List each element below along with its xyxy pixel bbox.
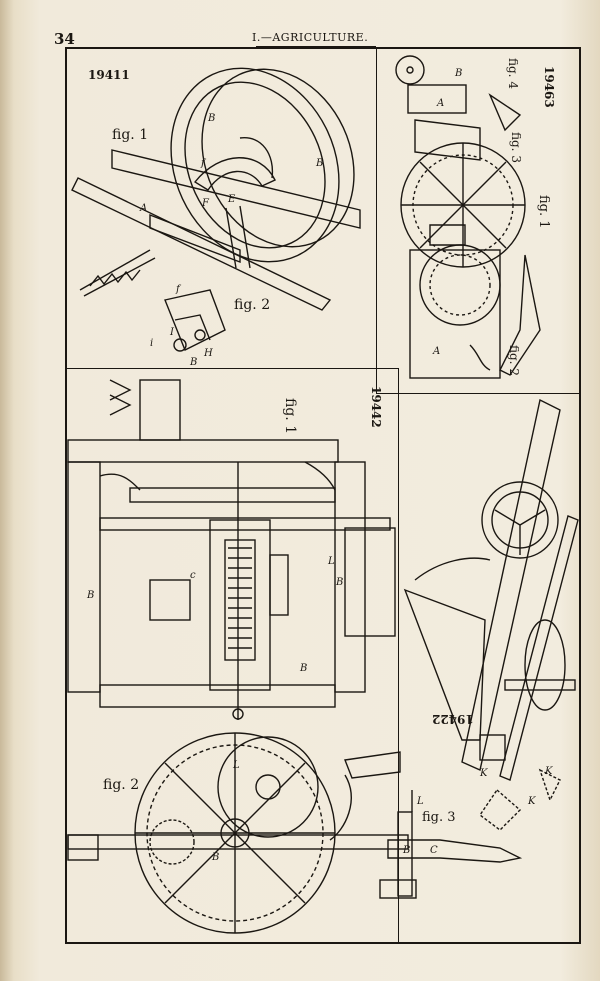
patent-number-19422: 19422 (432, 712, 474, 726)
lever-part-drawing (379, 790, 523, 899)
patent-number-19442: 19442 (369, 386, 383, 428)
fig3-label-19463: fig. 3 (509, 132, 523, 163)
part-letter-b: B (403, 845, 411, 856)
part-letter-c: C (430, 845, 438, 856)
part-letter-b: B (455, 68, 463, 79)
pawl-mechanism-drawing (164, 289, 226, 352)
fig2-label-19463: fig. 2 (507, 345, 521, 376)
part-letter-a: A (433, 346, 441, 357)
part-letter-i: i (150, 338, 154, 349)
part-letter-l: L (417, 796, 424, 807)
part-letter-h: H (204, 348, 213, 359)
part-letter-k: K (545, 766, 553, 777)
part-letter-b: B (316, 158, 324, 169)
fig3-label-19442: fig. 3 (422, 810, 456, 825)
large-gear-wheel-drawing (67, 732, 409, 934)
part-letter-l: L (233, 760, 240, 771)
patent-number-19463: 19463 (542, 66, 556, 108)
part-letter-i-cap: I (170, 327, 174, 338)
panel-19442 (65, 368, 399, 944)
part-letter-k: K (480, 768, 488, 779)
part-letter-k: K (528, 796, 536, 807)
page-number: 34 (54, 30, 75, 48)
title-underline (256, 46, 376, 47)
part-letter-f-cap: F (202, 198, 209, 209)
panel-19463 (376, 47, 581, 394)
part-letter-l: L (328, 556, 335, 567)
part-letter-f: f (176, 284, 180, 295)
fig1-label-19463: fig. 1 (536, 195, 551, 229)
drum-wheel-drawing (71, 67, 361, 311)
part-letter-b: B (208, 113, 216, 124)
part-letter-a: A (437, 98, 445, 109)
plate-frame (65, 47, 581, 944)
part-letter-b: B (336, 577, 344, 588)
wheeled-plow-drawing (403, 398, 579, 831)
part-letter-a: A (140, 203, 148, 214)
fig1-label-19411: fig. 1 (112, 127, 149, 143)
gear-drive-drawing (395, 55, 541, 379)
part-letter-c: c (190, 570, 196, 581)
fig1-label-19442: fig. 1 (282, 398, 298, 435)
fig2-label-19442: fig. 2 (103, 777, 140, 793)
part-letter-e: E (228, 194, 236, 205)
fig2-label-19411: fig. 2 (234, 297, 271, 313)
part-letter-b: B (190, 357, 198, 368)
part-letter-b: B (212, 852, 220, 863)
patent-number-19411: 19411 (88, 68, 130, 82)
machine-plan-drawing (67, 379, 396, 720)
part-letter-f: f (201, 158, 205, 169)
part-letter-b: B (300, 663, 308, 674)
fig4-label-19463: fig. 4 (506, 58, 520, 89)
running-title: I.—AGRICULTURE. (252, 31, 369, 44)
part-letter-b: B (87, 590, 95, 601)
